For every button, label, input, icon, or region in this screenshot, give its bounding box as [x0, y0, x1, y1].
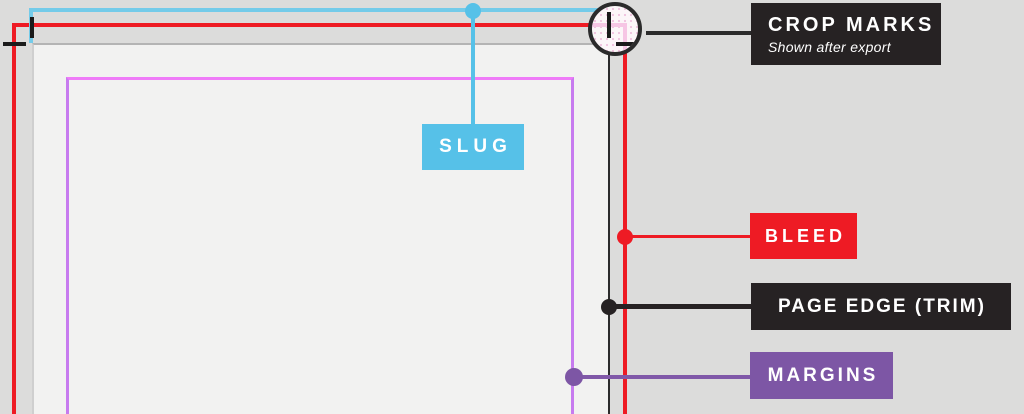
slug-label-text: SLUG — [439, 136, 512, 157]
magnified-crop-mark-horizontal-icon — [616, 42, 638, 46]
bleed-guide-rect — [12, 23, 627, 414]
margin-guide-rect — [66, 77, 574, 414]
slug-label: SLUG — [422, 124, 524, 170]
page-edge-connector-line — [609, 304, 751, 309]
bleed-connector-dot — [617, 229, 633, 245]
magnified-bleed-line-vertical — [623, 23, 627, 52]
page-area — [32, 43, 609, 414]
crop-marks-subtitle: Shown after export — [768, 38, 891, 55]
page-edge-connector-dot — [601, 299, 617, 315]
trim-edge-line — [608, 43, 610, 414]
magnifier-circle-icon — [588, 2, 642, 56]
slug-connector-line — [471, 10, 475, 124]
margins-connector-line — [574, 375, 751, 379]
slug-guide-line — [29, 8, 620, 12]
magnified-crop-mark-vertical-icon — [607, 12, 611, 38]
slug-connector-dot — [465, 3, 481, 19]
crop-marks-title: CROP MARKS — [768, 13, 935, 36]
margins-label: MARGINS — [750, 352, 893, 399]
crop-mark-horizontal-icon — [3, 42, 26, 46]
bleed-connector-line — [625, 235, 751, 238]
bleed-label: BLEED — [750, 213, 857, 259]
crop-mark-vertical-icon — [30, 17, 34, 38]
crop-marks-label: CROP MARKS Shown after export — [751, 3, 941, 65]
page-edge-label: PAGE EDGE (TRIM) — [751, 283, 1011, 330]
margins-connector-dot — [565, 368, 583, 386]
crop-marks-connector-line — [646, 31, 751, 35]
